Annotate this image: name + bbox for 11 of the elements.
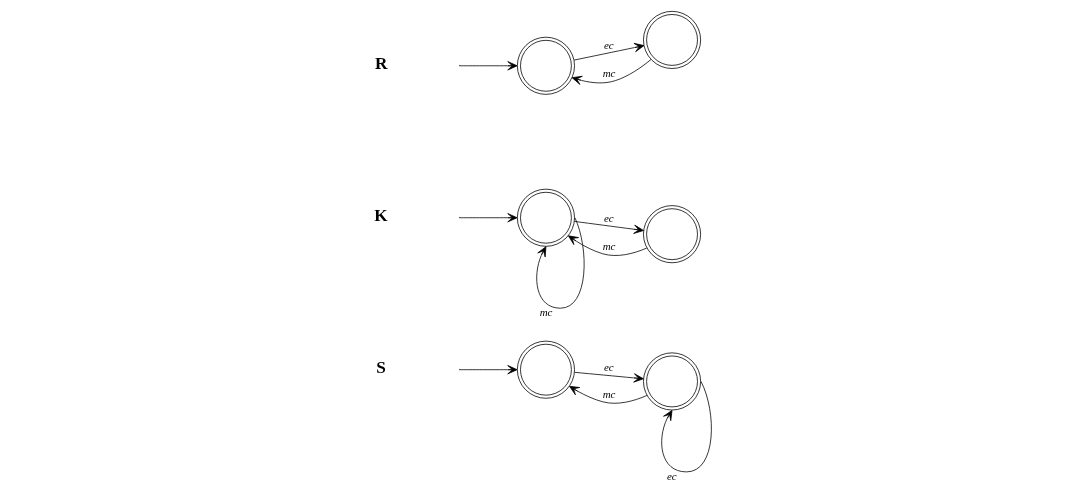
edge-label: ec (603, 38, 614, 51)
edge-label: mc (602, 66, 616, 79)
label: K (374, 206, 388, 226)
edge-label: ec (603, 211, 614, 224)
label: S (376, 358, 386, 378)
edge-label: mc (602, 388, 616, 401)
edge-label: mc (539, 306, 553, 319)
edge-label: mc (602, 240, 616, 253)
edge-label: ec (603, 361, 614, 374)
edge-label: ec (666, 469, 677, 482)
label: R (375, 54, 388, 74)
